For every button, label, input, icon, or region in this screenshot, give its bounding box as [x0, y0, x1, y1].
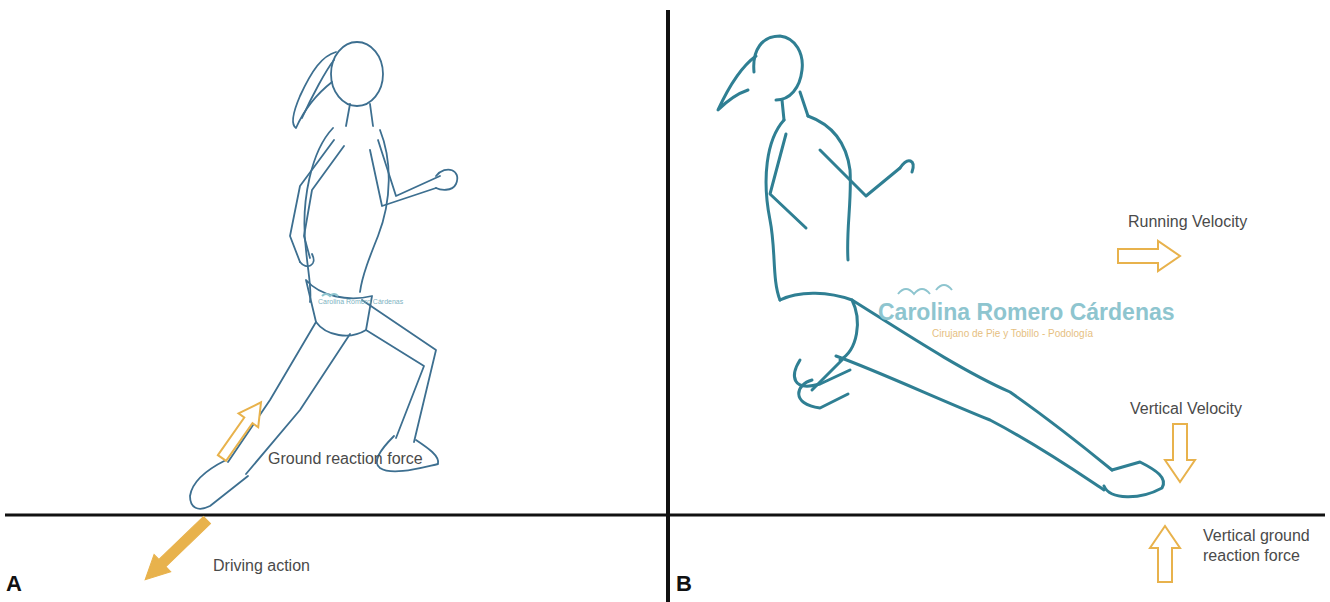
- watermark-text: Carolina Romero Cárdenas: [878, 298, 1175, 327]
- action-label: Driving action: [213, 556, 310, 576]
- watermark-birds: [322, 285, 952, 296]
- vertical-velocity-arrow: [1165, 424, 1195, 482]
- vertical-grf-arrow: [1150, 526, 1180, 582]
- runner-a: [190, 42, 457, 509]
- watermark-text: Carolina Romero Cárdenas: [318, 298, 403, 307]
- driving-action-arrow: [137, 511, 216, 588]
- panel-letter: B: [676, 570, 692, 598]
- ground-line: [5, 514, 1325, 517]
- velocity-label: Vertical Velocity: [1130, 399, 1242, 419]
- running-velocity-arrow: [1118, 241, 1180, 271]
- force-label: Vertical ground reaction force: [1203, 526, 1315, 566]
- velocity-label: Running Velocity: [1128, 212, 1247, 232]
- runner-b: [718, 36, 1164, 497]
- force-label: Ground reaction force: [268, 449, 423, 469]
- watermark-subtitle: Cirujano de Pie y Tobillo - Podología: [932, 328, 1093, 341]
- panel-letter: A: [6, 570, 22, 598]
- panel-divider: [666, 10, 670, 602]
- ground-reaction-arrow: [212, 395, 271, 464]
